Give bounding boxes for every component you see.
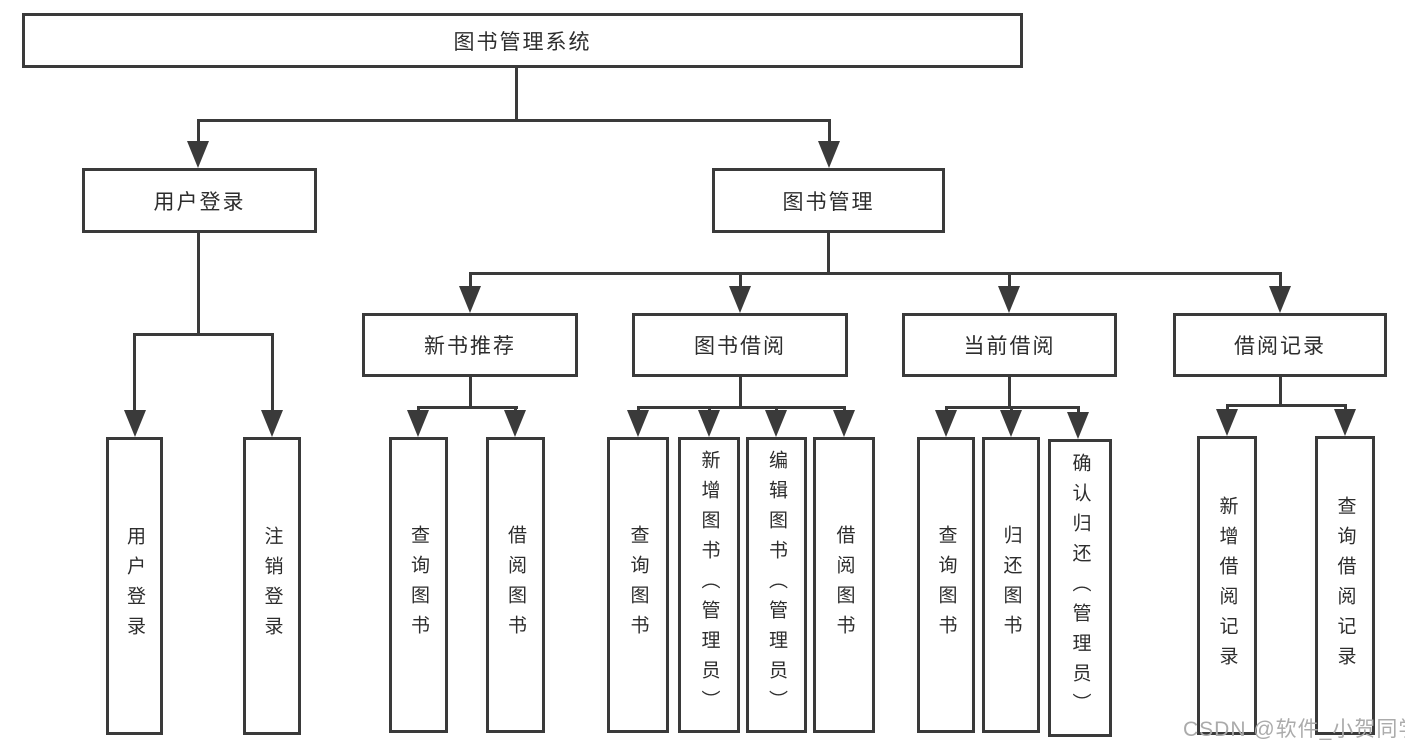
connector-line xyxy=(469,272,1282,275)
node-library-management-system: 图书管理系统 xyxy=(22,13,1023,68)
connector-line xyxy=(1008,377,1011,408)
leaf-label: 查询借阅记录 xyxy=(1334,495,1356,676)
connector-line xyxy=(271,335,274,411)
connector-arrowhead xyxy=(765,410,787,437)
connector-arrowhead xyxy=(407,410,429,437)
leaf-label: 确认归还（管理员） xyxy=(1069,453,1091,723)
leaf-label: 查询图书 xyxy=(935,525,957,645)
leaf-label: 编辑图书（管理员） xyxy=(766,450,787,720)
leaf-query-books-recommend: 查询图书 xyxy=(389,437,448,733)
leaf-label: 查询图书 xyxy=(627,525,649,645)
connector-line xyxy=(133,333,274,336)
leaf-return-books: 归还图书 xyxy=(982,437,1040,733)
connector-arrowhead xyxy=(627,410,649,437)
connector-arrowhead xyxy=(504,410,526,437)
leaf-label: 查询图书 xyxy=(408,525,429,645)
connector-arrowhead xyxy=(1067,412,1089,439)
connector-arrowhead xyxy=(1269,286,1291,313)
connector-line xyxy=(469,274,472,288)
connector-arrowhead xyxy=(187,141,209,168)
leaf-label: 借阅图书 xyxy=(505,525,526,645)
node-label: 用户登录 xyxy=(153,190,246,214)
leaf-query-books-borrowing: 查询图书 xyxy=(607,437,669,733)
connector-line xyxy=(1279,274,1282,288)
leaf-label: 借阅图书 xyxy=(833,525,855,645)
connector-line xyxy=(827,233,830,274)
leaf-label: 注销登录 xyxy=(261,526,283,646)
connector-line xyxy=(1344,406,1347,410)
watermark: CSDN @软件_小贺同学 xyxy=(1183,718,1405,741)
connector-line xyxy=(637,406,846,409)
connector-line xyxy=(133,335,136,411)
node-current-borrowing: 当前借阅 xyxy=(902,313,1117,377)
connector-line xyxy=(1226,404,1347,407)
leaf-add-borrow-record: 新增借阅记录 xyxy=(1197,436,1257,735)
connector-arrowhead xyxy=(698,410,720,437)
leaf-label: 归还图书 xyxy=(1000,525,1022,645)
connector-line xyxy=(197,121,200,143)
node-label: 图书管理系统 xyxy=(453,30,592,54)
leaf-borrow-books: 借阅图书 xyxy=(813,437,875,733)
connector-line xyxy=(1279,377,1282,406)
connector-line xyxy=(197,119,831,122)
leaf-logout: 注销登录 xyxy=(243,437,301,735)
node-label: 图书管理 xyxy=(782,190,875,214)
leaf-borrow-books-recommend: 借阅图书 xyxy=(486,437,545,733)
connector-arrowhead xyxy=(833,410,855,437)
node-label: 当前借阅 xyxy=(963,335,1056,358)
connector-arrowhead xyxy=(729,286,751,313)
connector-arrowhead xyxy=(124,410,146,437)
connector-line xyxy=(197,233,200,335)
leaf-user-login: 用户登录 xyxy=(106,437,163,735)
connector-line xyxy=(515,68,518,122)
node-label: 借阅记录 xyxy=(1234,335,1326,358)
connector-arrowhead xyxy=(459,286,481,313)
connector-arrowhead xyxy=(1216,409,1238,436)
node-borrowing-records: 借阅记录 xyxy=(1173,313,1387,377)
connector-line xyxy=(417,406,518,409)
leaf-query-books-current: 查询图书 xyxy=(917,437,975,733)
node-new-book-recommend: 新书推荐 xyxy=(362,313,578,377)
connector-arrowhead xyxy=(1000,410,1022,437)
connector-arrowhead xyxy=(998,286,1020,313)
connector-arrowhead xyxy=(1334,409,1356,436)
connector-line xyxy=(739,274,742,288)
connector-line xyxy=(1226,406,1229,410)
connector-line xyxy=(1077,408,1080,414)
connector-line xyxy=(828,121,831,143)
node-label: 图书借阅 xyxy=(694,335,786,358)
node-label: 新书推荐 xyxy=(424,335,516,358)
connector-line xyxy=(739,377,742,408)
connector-line xyxy=(945,406,1080,409)
node-user-login: 用户登录 xyxy=(82,168,317,233)
connector-line xyxy=(1008,274,1011,288)
leaf-label: 用户登录 xyxy=(124,526,145,646)
leaf-query-borrow-record: 查询借阅记录 xyxy=(1315,436,1375,735)
connector-line xyxy=(469,377,472,408)
connector-arrowhead xyxy=(818,141,840,168)
node-book-management: 图书管理 xyxy=(712,168,945,233)
leaf-label: 新增图书（管理员） xyxy=(698,450,720,720)
node-book-borrowing: 图书借阅 xyxy=(632,313,848,377)
leaf-label: 新增借阅记录 xyxy=(1216,495,1238,676)
connector-arrowhead xyxy=(261,410,283,437)
leaf-confirm-return-admin: 确认归还（管理员） xyxy=(1048,439,1112,737)
leaf-edit-books-admin: 编辑图书（管理员） xyxy=(746,437,807,733)
connector-arrowhead xyxy=(935,410,957,437)
leaf-add-books-admin: 新增图书（管理员） xyxy=(678,437,740,733)
